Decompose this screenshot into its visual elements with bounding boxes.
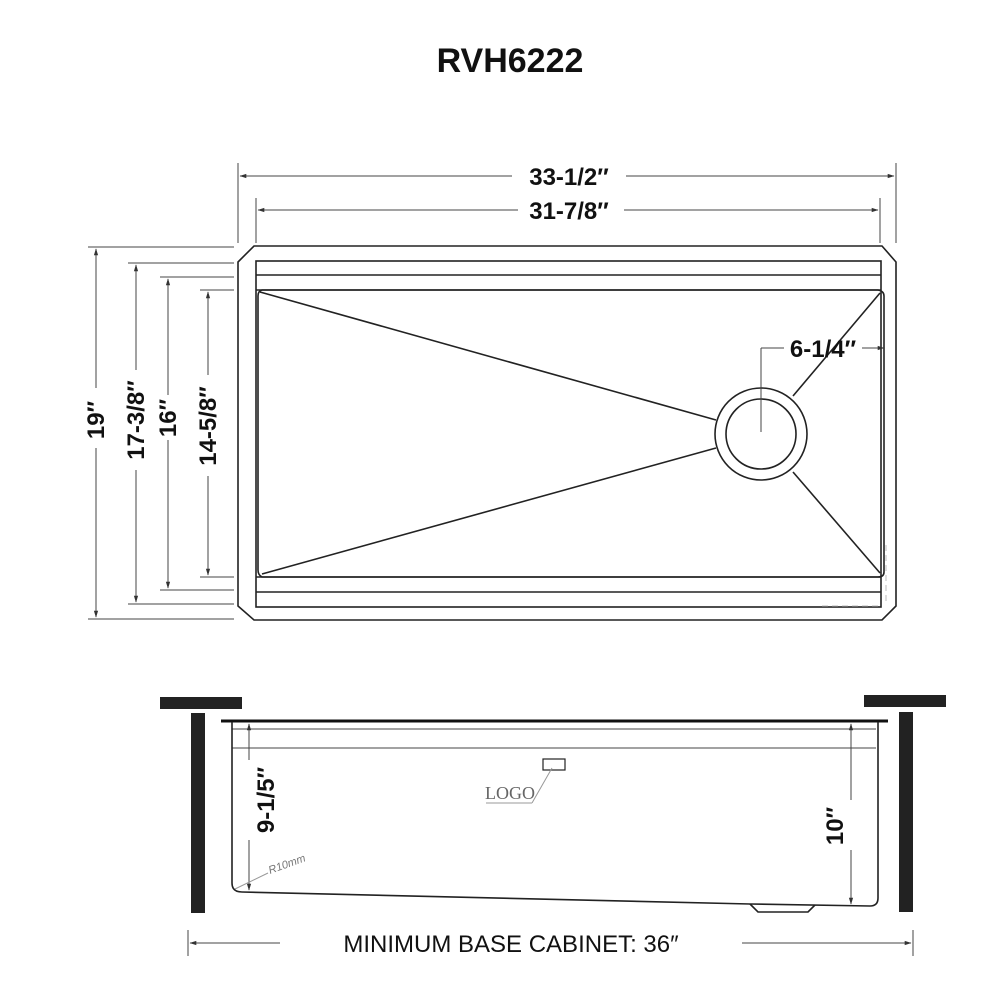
dim-overall-depth: 19″ [83,400,110,439]
dim-depth-3: 16″ [155,398,182,437]
cabinet-label: MINIMUM BASE CABINET: 36″ [343,931,679,958]
dim-inner-width: 31-7/8″ [529,198,609,225]
side-view: 9-1/5″ R10mm LOGO 10″ MINIMUM BASE CABIN… [160,695,946,958]
dim-bowl-depth: 14-5/8″ [195,386,222,466]
sink-outer-rim [237,245,897,621]
countertop-left [160,697,242,709]
bowl-outline [257,289,885,578]
top-view: 33-1/2″ 31-7/8″ 6-1/4″ [83,163,897,621]
model-title: RVH6222 [437,42,584,80]
cabinet-wall-right [899,712,913,912]
radius-label: R10mm [267,852,307,876]
sink-body-profile [231,722,879,907]
cabinet-wall-left [191,713,205,913]
dim-depth-left: 9-1/5″ [253,766,280,833]
dim-overall-width: 33-1/2″ [529,164,609,191]
countertop-right [864,695,946,707]
logo-box [542,758,566,771]
dim-depth-2: 17-3/8″ [123,380,150,460]
dim-depth-right: 10″ [822,806,849,845]
logo-label: LOGO [485,783,535,803]
dim-drain-offset: 6-1/4″ [790,336,857,363]
